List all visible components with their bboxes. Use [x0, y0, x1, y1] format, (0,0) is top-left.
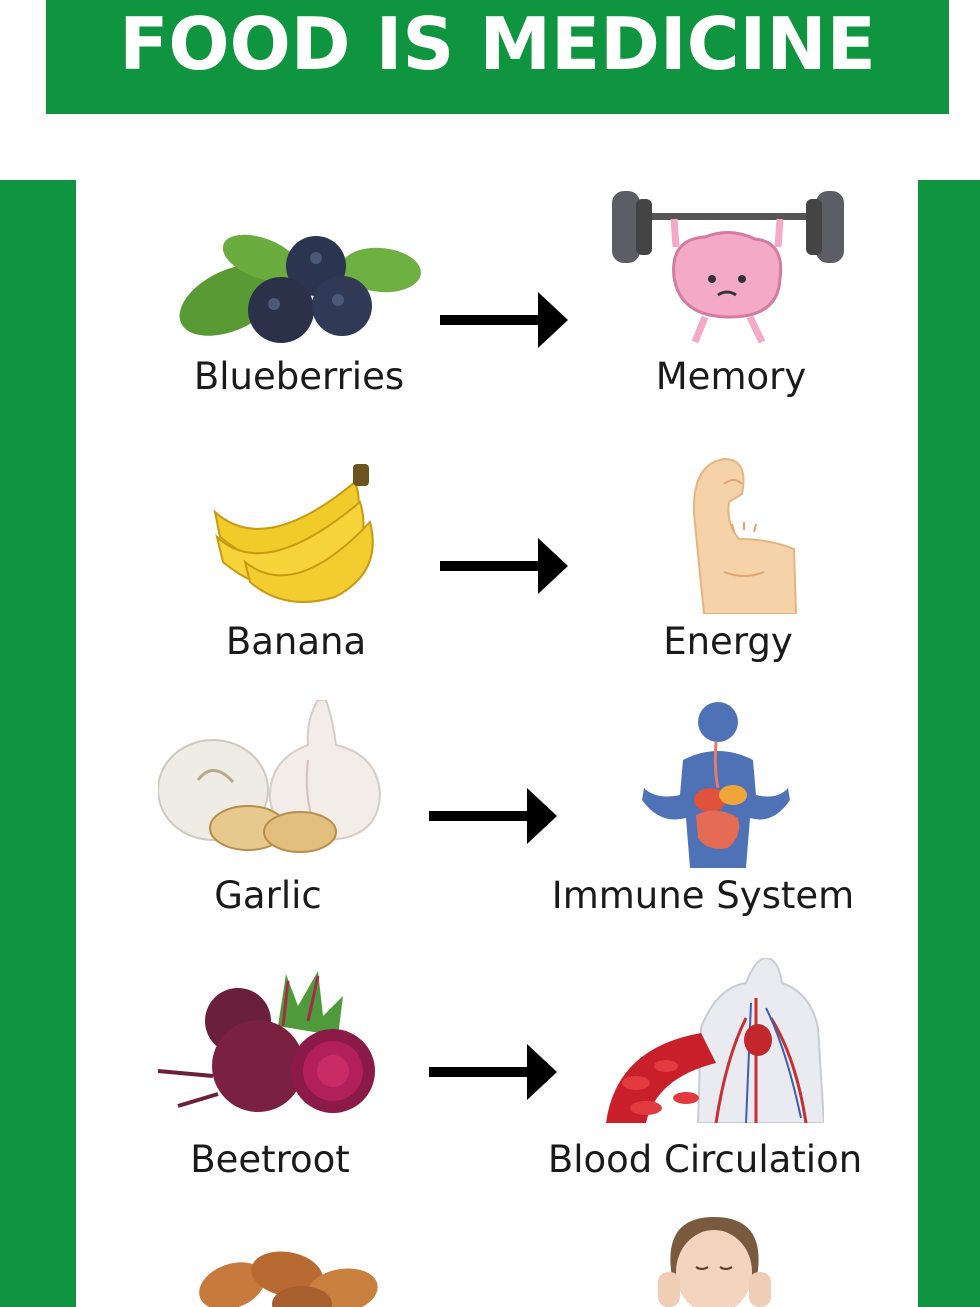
beetroot-icon	[158, 971, 375, 1113]
almonds-icon	[199, 1251, 378, 1307]
left-green-border	[0, 180, 76, 1307]
page-title: FOOD IS MEDICINE	[119, 2, 876, 86]
digestive-system-icon	[642, 702, 790, 868]
banana-icon	[213, 464, 374, 603]
title-banner: FOOD IS MEDICINE	[46, 0, 949, 114]
food-label: Banana	[225, 620, 367, 663]
face-skin-icon	[658, 1217, 771, 1307]
benefit-label: Energy	[663, 620, 793, 663]
arrow-icon	[440, 538, 568, 594]
right-green-border	[918, 180, 980, 1307]
garlic-icon	[158, 700, 382, 853]
arrow-icon	[429, 1044, 557, 1100]
blueberries-icon	[179, 234, 421, 343]
food-label: Beetroot	[190, 1138, 350, 1181]
brain-lifting-weights-icon	[612, 191, 844, 344]
benefit-label: Immune System	[551, 874, 855, 917]
arrow-icon	[440, 292, 568, 348]
food-label: Garlic	[214, 874, 322, 917]
benefit-label: Memory	[655, 355, 807, 398]
flexed-arm-icon	[692, 457, 798, 614]
benefit-label: Blood Circulation	[547, 1138, 863, 1181]
food-label: Blueberries	[193, 355, 405, 398]
circulatory-system-icon	[606, 958, 824, 1123]
arrow-icon	[429, 788, 557, 844]
